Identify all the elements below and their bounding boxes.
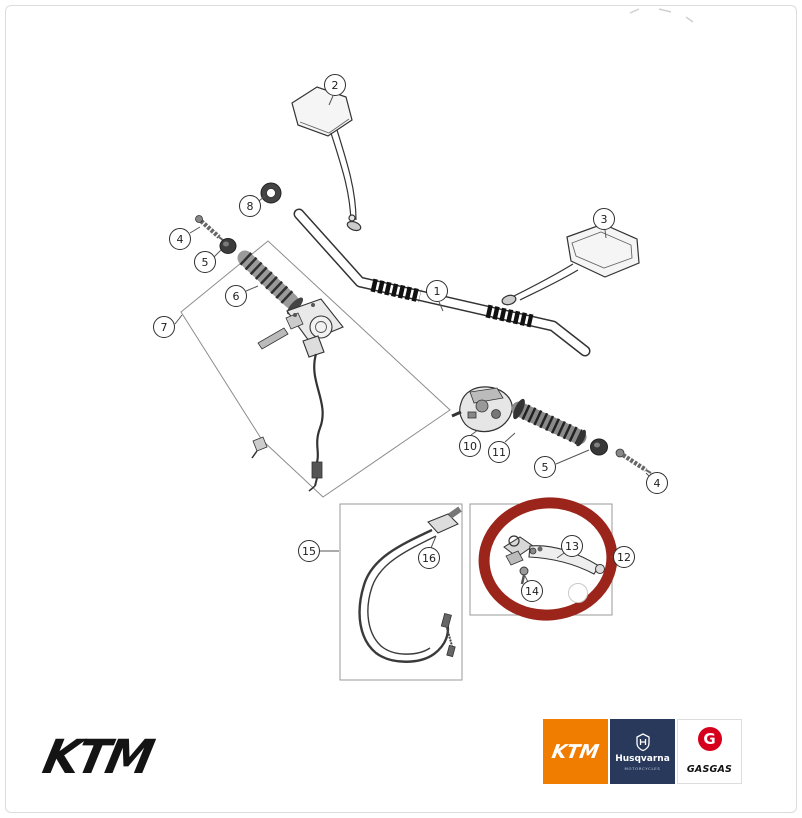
part-callout-7[interactable]: 7 (153, 316, 175, 338)
gasgas-tile-label: GASGAS (686, 764, 733, 775)
brand-tiles: KTM Husqvarna MOTORCYCLES G GASGAS (543, 719, 742, 784)
husqvarna-tile-sublabel: MOTORCYCLES (624, 766, 661, 771)
switch-housing-right-drawing (451, 386, 513, 433)
mirror-left-drawing (291, 86, 362, 232)
gasgas-g-icon: G (697, 727, 722, 751)
control-assembly-left-drawing (257, 298, 344, 358)
part-callout-6[interactable]: 6 (225, 285, 247, 307)
cable-left-drawing (251, 353, 324, 492)
part-callout-8[interactable]: 8 (239, 195, 261, 217)
brand-tile-ktm[interactable]: KTM (543, 719, 608, 784)
part-callout-13[interactable]: 13 (561, 535, 583, 557)
washer-drawing (260, 182, 282, 204)
throttle-cable-drawing (358, 506, 462, 663)
husqvarna-tile-label: Husqvarna (615, 754, 670, 764)
part-callout-14[interactable]: 14 (521, 580, 543, 602)
husqvarna-shield-icon (635, 733, 650, 752)
brand-tile-gasgas[interactable]: G GASGAS (677, 719, 742, 784)
part-callout-1[interactable]: 1 (426, 280, 448, 302)
highlight-circle (478, 497, 618, 621)
clutch-lever-drawing (503, 535, 605, 585)
bolt-right-drawing (615, 448, 652, 474)
ktm-tile-label: KTM (550, 740, 601, 763)
part-callout-2[interactable]: 2 (324, 74, 346, 96)
print-artifacts (629, 8, 694, 23)
part-callout-15[interactable]: 15 (298, 540, 320, 562)
brand-tile-husqvarna[interactable]: Husqvarna MOTORCYCLES (610, 719, 675, 784)
part-callout-5-left[interactable]: 5 (194, 251, 216, 273)
part-callout-11[interactable]: 11 (488, 441, 510, 463)
part-callout-4-right[interactable]: 4 (646, 472, 668, 494)
handlebar-drawing (293, 208, 591, 357)
part-callout-4-left[interactable]: 4 (169, 228, 191, 250)
part-callout-3[interactable]: 3 (593, 208, 615, 230)
lever-ball-end (568, 583, 588, 603)
grip-right-drawing (511, 398, 587, 447)
part-callout-5-right[interactable]: 5 (534, 456, 556, 478)
part-callout-16[interactable]: 16 (418, 547, 440, 569)
part-callout-12[interactable]: 12 (613, 546, 635, 568)
group-outline-7 (180, 240, 451, 498)
end-cap-left-drawing (219, 238, 237, 254)
bolt-left-drawing (195, 215, 225, 242)
mirror-right-drawing (501, 223, 640, 306)
end-cap-right-drawing (590, 438, 608, 456)
ktm-logo: KTM (38, 730, 157, 785)
group-box-15 (339, 503, 463, 681)
part-callout-10[interactable]: 10 (459, 435, 481, 457)
